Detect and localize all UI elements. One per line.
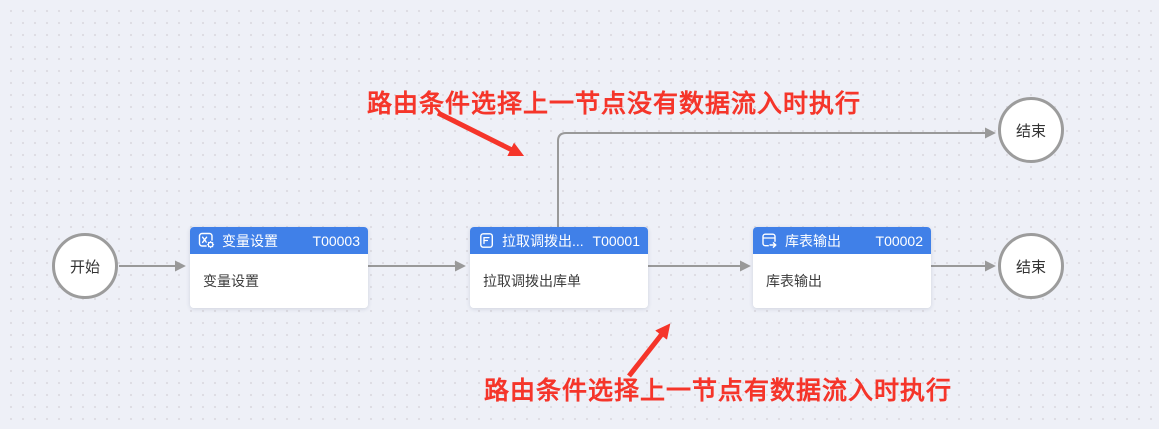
node-header: 拉取调拨出... T00001 xyxy=(470,227,648,254)
node-title: 拉取调拨出... xyxy=(502,232,584,249)
node-header: 库表输出 T00002 xyxy=(753,227,931,254)
node-body-label: 库表输出 xyxy=(766,273,822,289)
annotation-no-data-inflow: 路由条件选择上一节点没有数据流入时执行 xyxy=(367,90,862,118)
annotation-has-data-inflow: 路由条件选择上一节点有数据流入时执行 xyxy=(484,377,953,405)
node-body-label: 拉取调拨出库单 xyxy=(483,273,581,289)
node-code: T00003 xyxy=(312,232,360,249)
variable-settings-icon xyxy=(198,232,215,249)
node-title: 库表输出 xyxy=(785,232,841,249)
document-pull-icon xyxy=(480,233,493,248)
node-body: 库表输出 xyxy=(753,254,931,308)
node-body: 变量设置 xyxy=(190,254,368,308)
end-node-top[interactable]: 结束 xyxy=(998,97,1064,163)
end-node-label: 结束 xyxy=(1015,258,1046,276)
node-body: 拉取调拨出库单 xyxy=(470,254,648,308)
start-node[interactable]: 开始 xyxy=(52,233,118,299)
annotation-arrow-bottom-icon xyxy=(627,323,671,378)
flow-node-table-output[interactable]: 库表输出 T00002 库表输出 xyxy=(753,227,931,308)
node-body-label: 变量设置 xyxy=(203,273,259,289)
table-output-icon xyxy=(762,233,778,249)
edge-pull-top-to-end[interactable] xyxy=(557,127,996,227)
end-node-bottom[interactable]: 结束 xyxy=(998,233,1064,299)
flow-node-variable-settings[interactable]: 变量设置 T00003 变量设置 xyxy=(190,227,368,308)
node-code: T00002 xyxy=(875,232,923,249)
node-title: 变量设置 xyxy=(222,232,278,249)
flow-node-pull-transfer-out[interactable]: 拉取调拨出... T00001 拉取调拨出库单 xyxy=(470,227,648,308)
end-node-label: 结束 xyxy=(1015,122,1046,140)
annotation-arrow-top-icon xyxy=(436,110,525,157)
node-code: T00001 xyxy=(592,232,640,249)
start-node-label: 开始 xyxy=(69,258,100,276)
node-header: 变量设置 T00003 xyxy=(190,227,368,254)
